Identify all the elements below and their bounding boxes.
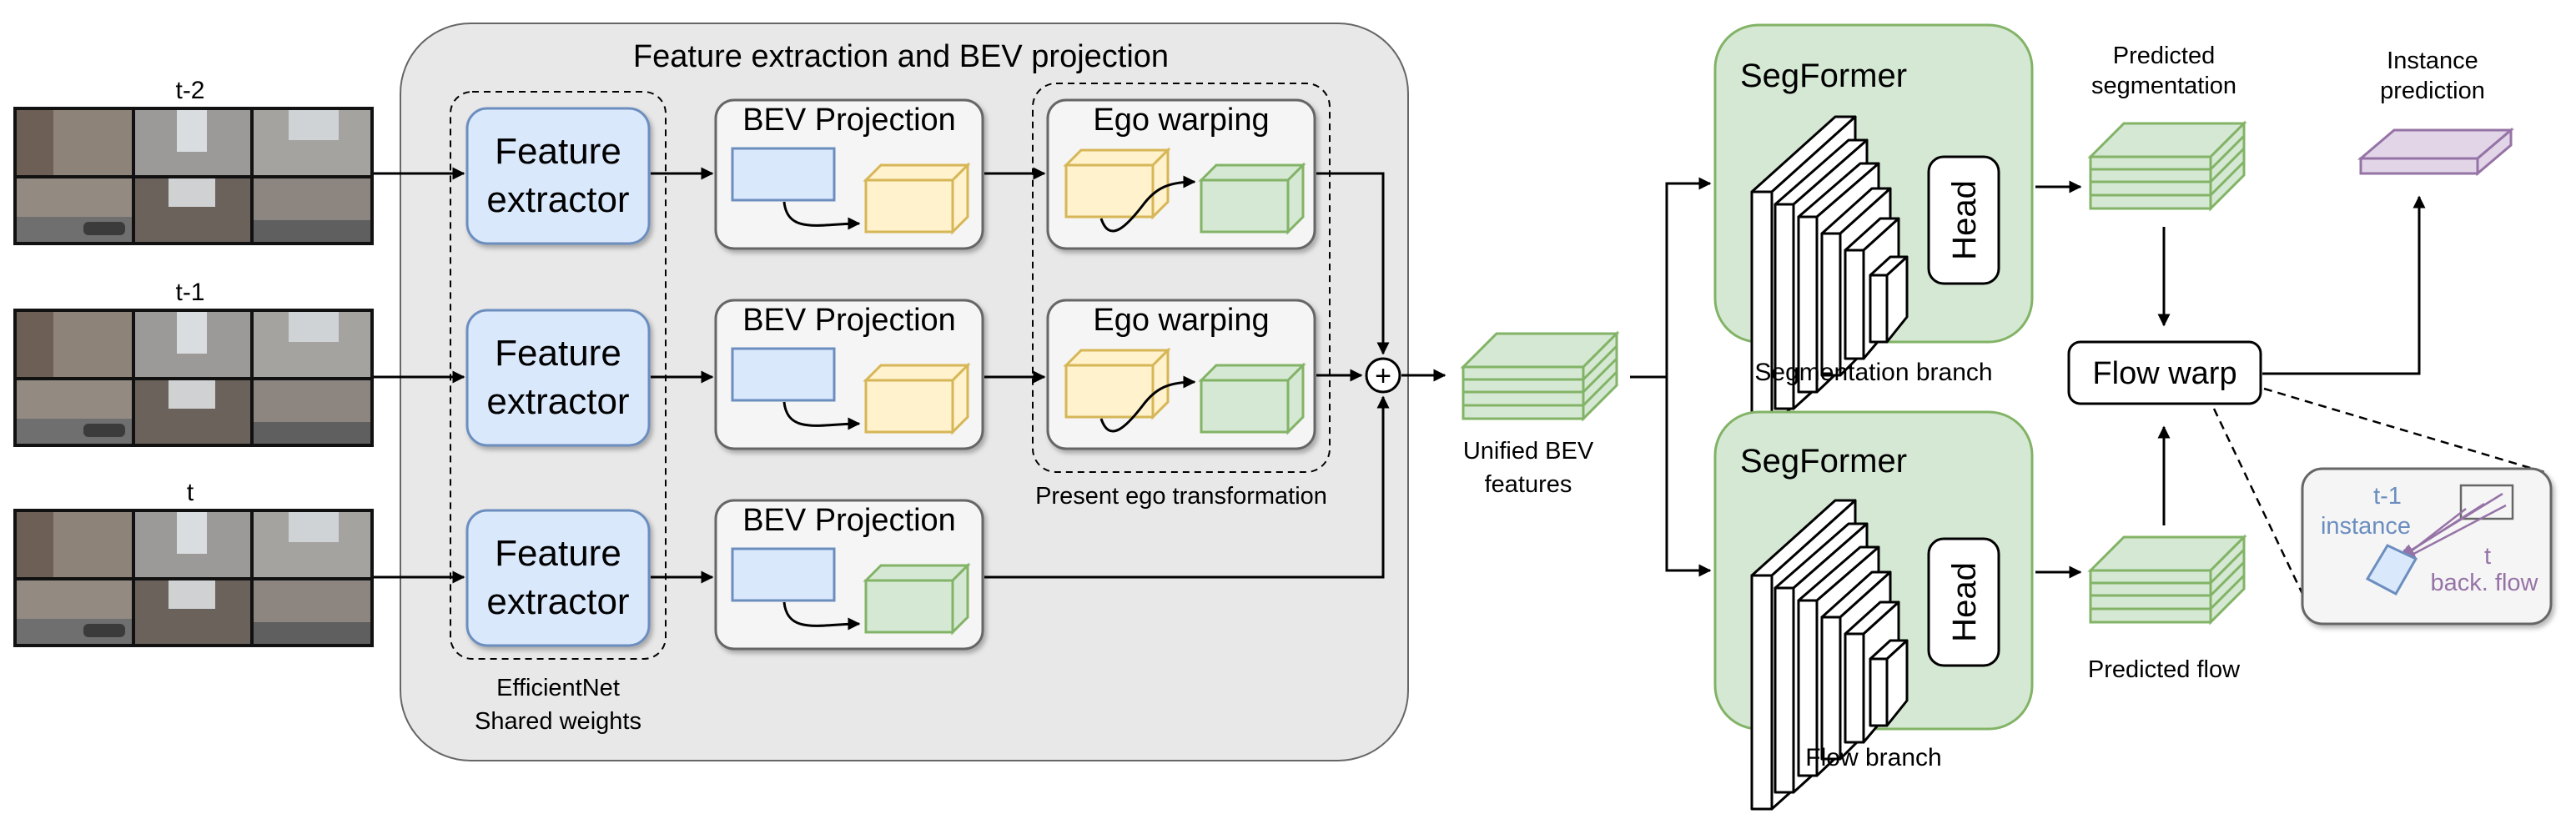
present-ego-label: Present ego transformation	[1035, 483, 1327, 510]
svg-text:Head: Head	[1946, 562, 1983, 642]
instance-prediction-slab	[2357, 127, 2515, 177]
svg-text:Feature: Feature	[495, 131, 621, 172]
input-frames: t-2 t-1 t	[13, 77, 374, 647]
segformer-flow: SegFormer Head	[1713, 410, 2034, 811]
ego-warping-2: Ego warping	[1046, 299, 1316, 450]
svg-text:Flow warp: Flow warp	[2092, 356, 2236, 391]
svg-text:BEV Projection: BEV Projection	[742, 103, 956, 138]
svg-text:SegFormer: SegFormer	[1740, 58, 1907, 94]
feature-extractor-3: Feature extractor	[465, 509, 651, 647]
sum-node: +	[1365, 357, 1401, 394]
predicted-flow-label: Predicted flow	[2088, 656, 2241, 683]
ego-warping-1: Ego warping	[1046, 98, 1316, 250]
segmentation-branch-label: Segmentation branch	[1754, 359, 1992, 386]
unified-bev-label: Unified BEV	[1463, 438, 1594, 465]
feature-extractor-2: Feature extractor	[465, 309, 651, 447]
flow-branch-label: Flow branch	[1805, 744, 1941, 771]
camera-frame-t-2	[13, 107, 374, 245]
segformer-segmentation: SegFormer Head	[1713, 23, 2034, 427]
efficientnet-label: EfficientNet	[496, 675, 620, 701]
svg-text:BEV Projection: BEV Projection	[742, 503, 956, 538]
shared-weights-label: Shared weights	[475, 708, 641, 735]
camera-frame-t	[13, 509, 374, 647]
svg-text:extractor: extractor	[486, 179, 629, 220]
panel-title: Feature extraction and BEV projection	[633, 39, 1169, 74]
svg-text:instance: instance	[2321, 513, 2411, 540]
svg-text:Feature: Feature	[495, 333, 621, 374]
predicted-segmentation-label-2: segmentation	[2091, 73, 2236, 99]
t-instance-box	[2365, 544, 2418, 596]
frame-label-t-1: t-1	[175, 279, 204, 306]
unified-bev-label-2: features	[1485, 471, 1572, 498]
svg-text:extractor: extractor	[486, 381, 629, 422]
unified-bev-stack	[1462, 332, 1618, 420]
frame-label-t: t	[187, 479, 194, 506]
instance-prediction-label: Instance	[2387, 48, 2478, 74]
flow-warp-inset: t-1 instance t back. flow	[2301, 467, 2553, 626]
svg-text:t: t	[2484, 543, 2491, 570]
svg-text:back. flow: back. flow	[2431, 570, 2539, 596]
shared-weights-group	[450, 91, 667, 660]
svg-text:+: +	[1375, 360, 1391, 392]
svg-text:Ego warping: Ego warping	[1093, 103, 1269, 138]
flow-warp-box: Flow warp	[2067, 340, 2262, 405]
predicted-segmentation-stack	[2089, 122, 2246, 210]
flow-head	[1927, 537, 2000, 667]
present-ego-group	[1032, 83, 1331, 473]
bev-projection-3: BEV Projection	[714, 499, 984, 651]
svg-text:Ego warping: Ego warping	[1093, 303, 1269, 338]
svg-text:Feature: Feature	[495, 533, 621, 574]
svg-text:t-1: t-1	[2373, 483, 2402, 510]
feature-extractor-1: Feature extractor	[465, 107, 651, 245]
bev-projection-1: BEV Projection	[714, 98, 984, 250]
svg-text:BEV Projection: BEV Projection	[742, 303, 956, 338]
predicted-flow-stack	[2089, 535, 2246, 624]
svg-text:Head: Head	[1946, 180, 1983, 260]
svg-text:extractor: extractor	[486, 581, 629, 622]
svg-text:SegFormer: SegFormer	[1740, 443, 1907, 480]
bev-projection-2: BEV Projection	[714, 299, 984, 450]
instance-prediction-label-2: prediction	[2380, 78, 2485, 104]
seg-head	[1927, 155, 2000, 285]
camera-frame-t-1	[13, 309, 374, 447]
frame-label-t-2: t-2	[175, 77, 204, 104]
predicted-segmentation-label: Predicted	[2113, 43, 2216, 69]
